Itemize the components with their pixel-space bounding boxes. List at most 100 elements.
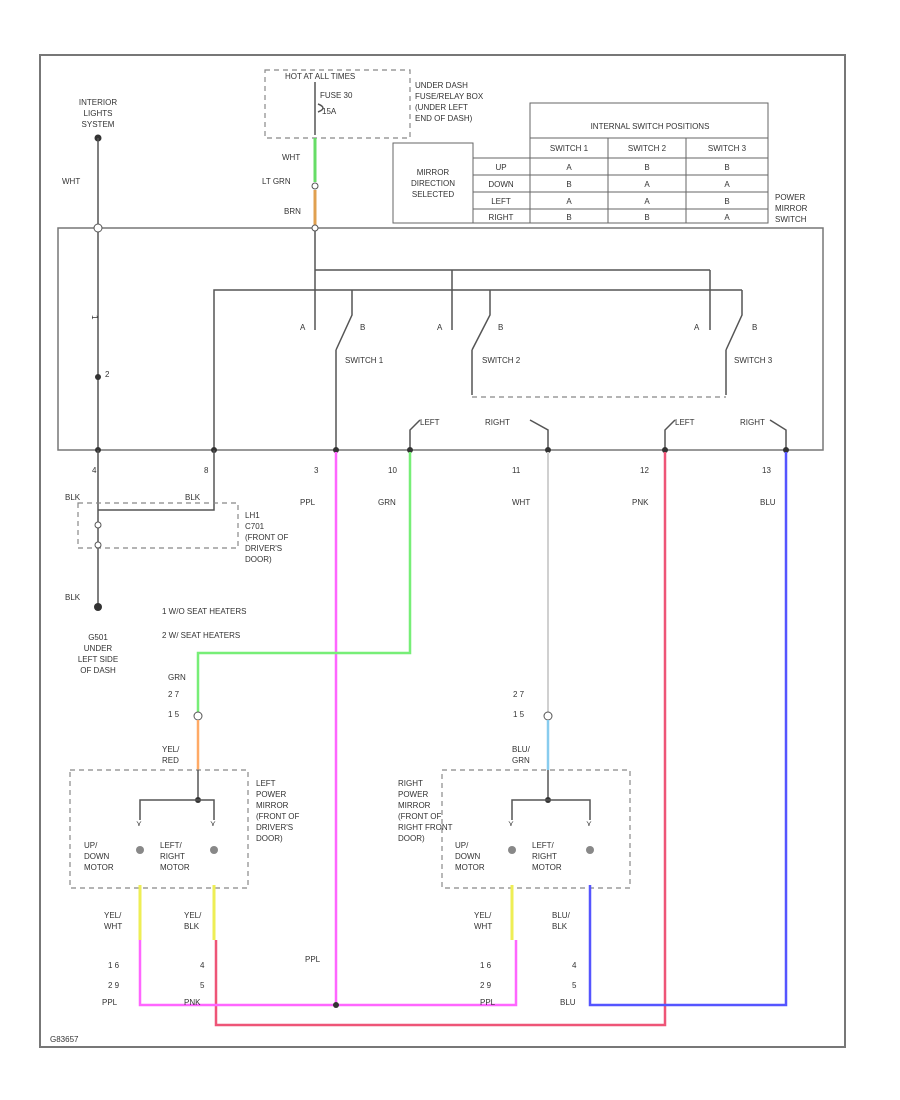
selector-right-b: RIGHT	[740, 418, 765, 427]
table-cell: B	[644, 213, 649, 222]
table-row-direction: UP	[495, 163, 506, 172]
selector-right-a: RIGHT	[485, 418, 510, 427]
switch-2: A B SWITCH 2	[437, 300, 521, 395]
table-row-direction: DOWN	[488, 180, 514, 189]
wire-label-wht-top: WHT	[62, 177, 80, 186]
pin-12: 12	[640, 466, 649, 475]
motor-terminal-icon: ⋎	[586, 819, 592, 828]
wire-label-blk-ground: BLK	[65, 593, 81, 602]
hot-at-all-times-label: HOT AT ALL TIMES	[285, 72, 355, 81]
wire-label-pnk-bottom: PNK	[184, 998, 201, 1007]
bottom-pins-left-d: 5	[200, 981, 205, 990]
table-cell: B	[644, 163, 649, 172]
wire-label-blu-bottom: BLU	[560, 998, 576, 1007]
illum-pin-2: 2	[105, 370, 110, 379]
bottom-pins-right-d: 5	[572, 981, 577, 990]
wire-label-blu-blk-right: BLU/BLK	[552, 911, 571, 931]
bus-wire	[314, 228, 711, 320]
switch-1-b: B	[360, 323, 365, 332]
wire-label-grn: GRN	[378, 498, 396, 507]
wire-label-pnk: PNK	[632, 498, 649, 507]
motor-terminal-icon: ⋎	[508, 819, 514, 828]
table-cell: A	[724, 180, 730, 189]
right-conn-pins-b: 1 5	[513, 710, 525, 719]
table-column-header: SWITCH 3	[708, 144, 747, 153]
switch-output-pins: 4 8 3 10 11 12 13	[92, 447, 789, 475]
table-cell: B	[724, 197, 729, 206]
pin-11: 11	[512, 466, 521, 475]
switch-3-b: B	[752, 323, 757, 332]
bottom-pins-right-b: 2 9	[480, 981, 492, 990]
pin-label-wht: WHT	[282, 153, 300, 162]
fuse-rating: 15A	[322, 107, 337, 116]
table-cell: A	[566, 197, 572, 206]
switch-3-a: A	[694, 323, 700, 332]
note-2: 2 W/ SEAT HEATERS	[162, 631, 240, 640]
pin-3: 3	[314, 466, 319, 475]
wire-label-lt-grn: LT GRN	[262, 177, 291, 186]
table-cell: A	[644, 180, 650, 189]
motor-terminal-icon: ⋎	[136, 819, 142, 828]
right-conn-pins-a: 2 7	[513, 690, 525, 699]
motor-terminal-icon: ⋎	[210, 819, 216, 828]
wire-label-ppl-bottom-right: PPL	[480, 998, 496, 1007]
switch-2-a: A	[437, 323, 443, 332]
switch-2-label: SWITCH 2	[482, 356, 521, 365]
left-conn-pins-a: 2 7	[168, 690, 180, 699]
motor-icon	[586, 846, 594, 854]
note-1: 1 W/O SEAT HEATERS	[162, 607, 246, 616]
left-conn-pins-b: 1 5	[168, 710, 180, 719]
wire-label-yel-red: YEL/RED	[162, 745, 180, 765]
ground-bus-wire	[213, 289, 743, 450]
table-cell: B	[566, 213, 571, 222]
wire-label-ppl-bottom-mid: PPL	[305, 955, 321, 964]
diagram-frame	[39, 54, 846, 1048]
wire-label-yel-blk-left: YEL/BLK	[184, 911, 202, 931]
bottom-pins-left-c: 4	[200, 961, 205, 970]
switch-1-a: A	[300, 323, 306, 332]
selector-left-a: LEFT	[420, 418, 440, 427]
wire-label-blu-grn: BLU/GRN	[512, 745, 531, 765]
table-column-header: SWITCH 2	[628, 144, 667, 153]
motor-icon	[210, 846, 218, 854]
bottom-pins-right-c: 4	[572, 961, 577, 970]
wire-label-blk-1: BLK	[65, 493, 81, 502]
wire-label-blu: BLU	[760, 498, 776, 507]
bottom-pins-left-a: 1 6	[108, 961, 120, 970]
switch-3-label: SWITCH 3	[734, 356, 773, 365]
selector-left-b: LEFT	[675, 418, 695, 427]
motor-icon	[136, 846, 144, 854]
table-cell: A	[566, 163, 572, 172]
pin-10: 10	[388, 466, 397, 475]
wire-label-wht-mid: WHT	[512, 498, 530, 507]
table-row-direction: RIGHT	[489, 213, 514, 222]
pin-13: 13	[762, 466, 771, 475]
table-column-header: SWITCH 1	[550, 144, 589, 153]
table-cell: B	[724, 163, 729, 172]
wire-label-ppl-bottom-left: PPL	[102, 998, 118, 1007]
table-cell: A	[724, 213, 730, 222]
table-row-direction: LEFT	[491, 197, 511, 206]
table-header: INTERNAL SWITCH POSITIONS	[591, 122, 710, 131]
switch-3: A B SWITCH 3	[694, 300, 773, 395]
switch-2-b: B	[498, 323, 503, 332]
wire-label-ppl: PPL	[300, 498, 316, 507]
illum-pin-1: 1	[90, 315, 99, 320]
switch-1-label: SWITCH 1	[345, 356, 384, 365]
